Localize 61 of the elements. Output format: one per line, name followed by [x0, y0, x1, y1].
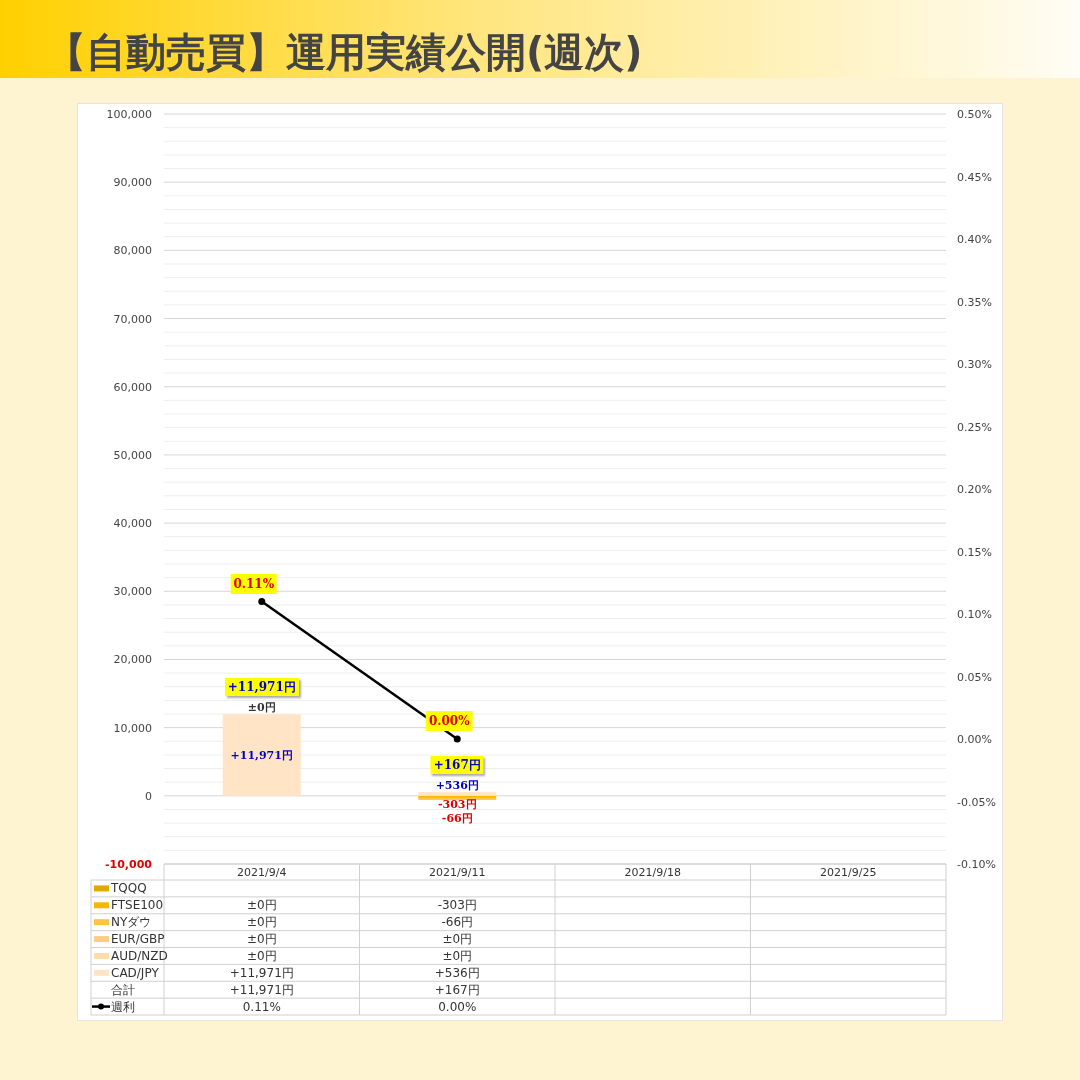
- axis-tick-label: 0.35%: [957, 296, 992, 307]
- row-header: NYダウ: [111, 916, 152, 929]
- axis-tick-label: 30,000: [113, 585, 152, 597]
- axis-tick-label: 0.50%: [957, 108, 992, 120]
- axis-tick-label: 0.25%: [957, 421, 992, 432]
- data-label: ±0円: [247, 702, 276, 714]
- row-header: AUD/NZD: [111, 949, 168, 962]
- table-cell: -303円: [437, 899, 477, 912]
- axis-tick-label: 0.40%: [957, 233, 992, 245]
- axis-tick-label: 40,000: [113, 517, 152, 529]
- data-label: -66円: [441, 813, 473, 825]
- axis-tick-label: 0.00%: [957, 733, 992, 745]
- axis-tick-label: 60,000: [113, 381, 152, 393]
- table-cell: 0.00%: [438, 1000, 477, 1013]
- table-cell: +11,971円: [229, 983, 294, 996]
- axis-tick-label: 90,000: [113, 176, 152, 188]
- column-header: 2021/9/4: [237, 866, 287, 878]
- table-cell: +167円: [434, 983, 480, 996]
- axis-tick-label: 0.20%: [957, 483, 992, 495]
- axis-tick-label: 20,000: [113, 653, 152, 665]
- table-cell: ±0円: [246, 949, 277, 962]
- data-label: -303円: [438, 799, 477, 811]
- table-cell: ±0円: [246, 933, 277, 946]
- column-header: 2021/9/11: [429, 866, 486, 878]
- axis-tick-label: 0.45%: [957, 171, 992, 182]
- table-cell: -66円: [441, 916, 474, 929]
- table-cell: 0.11%: [242, 1000, 281, 1013]
- row-header: FTSE100: [111, 899, 164, 912]
- axis-tick-label: -10,000: [105, 858, 152, 870]
- axis-tick-label: 0.05%: [957, 671, 992, 682]
- row-header: EUR/GBP: [111, 933, 165, 946]
- axis-tick-label: 100,000: [106, 108, 152, 120]
- data-label: +11,971円: [230, 749, 293, 761]
- total-label: +11,971円: [224, 678, 299, 697]
- axis-tick-label: -0.10%: [957, 858, 996, 870]
- axis-tick-label: -0.05%: [957, 796, 996, 807]
- table-cell: ±0円: [442, 933, 473, 946]
- axis-tick-label: 0.10%: [957, 608, 992, 620]
- axis-tick-label: 10,000: [113, 722, 152, 734]
- page-title: 【自動売買】運用実績公開(週次): [46, 32, 643, 72]
- table-cell: +536円: [434, 966, 480, 979]
- row-header: CAD/JPY: [111, 966, 159, 979]
- column-header: 2021/9/25: [820, 866, 877, 878]
- axis-tick-label: 0: [145, 790, 152, 802]
- rate-label: 0.00%: [425, 711, 473, 731]
- row-header: TQQQ: [111, 882, 147, 895]
- table-cell: +11,971円: [229, 966, 294, 979]
- table-cell: ±0円: [246, 916, 277, 929]
- total-label: +167円: [430, 756, 484, 775]
- axis-tick-label: 0.15%: [957, 546, 992, 557]
- rate-label: 0.11%: [230, 573, 278, 594]
- table-cell: ±0円: [442, 949, 473, 962]
- data-label: +536円: [435, 780, 479, 792]
- table-cell: ±0円: [246, 899, 277, 912]
- axis-tick-label: 0.30%: [957, 358, 992, 370]
- axis-tick-label: 70,000: [113, 313, 152, 325]
- axis-tick-label: 80,000: [113, 244, 152, 256]
- row-header: 週利: [111, 1000, 135, 1013]
- axis-tick-label: 50,000: [113, 449, 152, 461]
- row-header: 合計: [111, 983, 135, 996]
- column-header: 2021/9/18: [624, 866, 681, 878]
